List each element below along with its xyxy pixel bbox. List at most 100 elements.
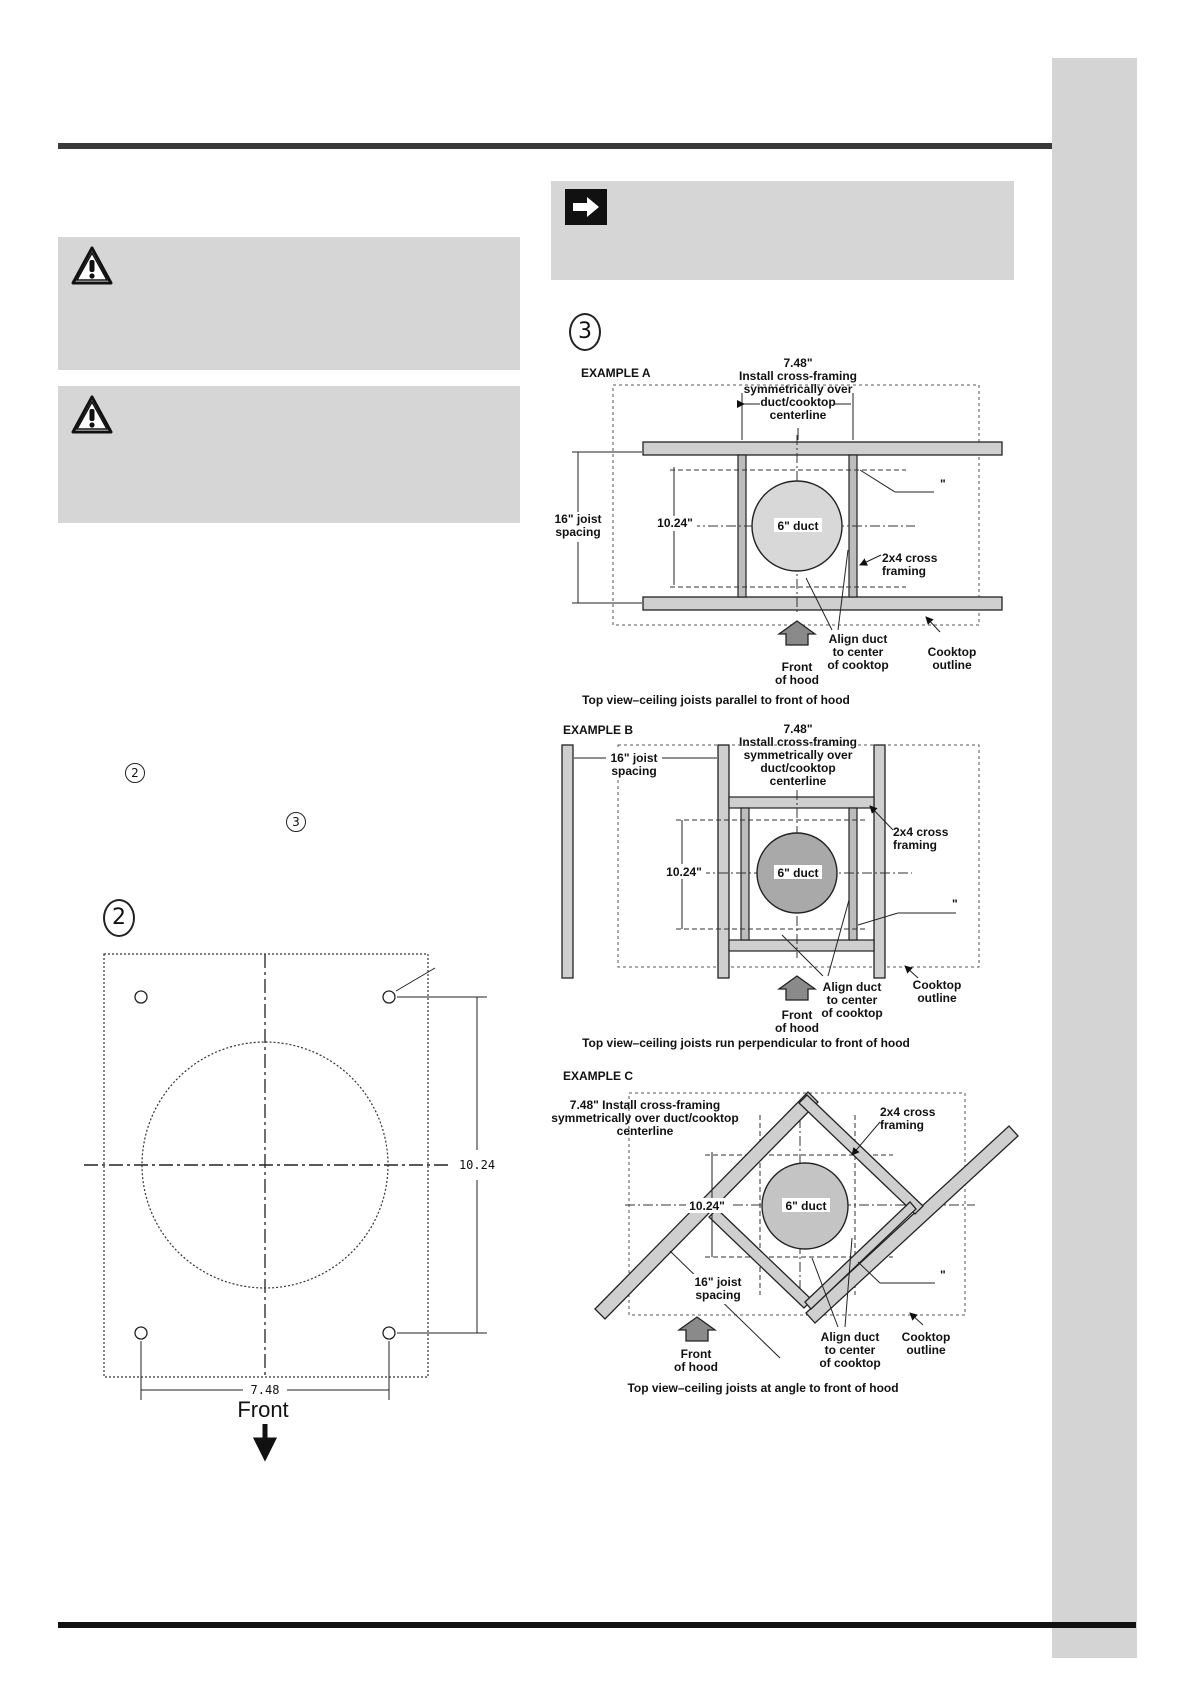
template-outline xyxy=(103,953,429,1378)
example-c-align-3: of cooktop xyxy=(819,1356,880,1370)
example-b-align-2: to center xyxy=(827,993,878,1007)
example-c-align-1: Align duct xyxy=(821,1330,880,1344)
leader-line xyxy=(837,549,849,631)
example-b-dim-height: 10.24" xyxy=(666,865,702,879)
example-b-cross-1: 2x4 cross xyxy=(893,825,949,839)
cross-framing xyxy=(728,796,875,809)
example-a-align-2: to center xyxy=(833,645,884,659)
note-box xyxy=(551,181,1014,280)
example-a-cross-1: 2x4 cross xyxy=(882,551,938,565)
example-a-cooktop-1: Cooktop xyxy=(928,645,977,659)
front-arrow-icon xyxy=(776,975,818,1001)
side-tab xyxy=(1052,58,1137,1658)
dim-vertical-label: 10.24 xyxy=(459,1158,495,1172)
warning-box-1 xyxy=(58,237,520,370)
example-c-install-3: centerline xyxy=(617,1124,674,1138)
example-b-align-3: of cooktop xyxy=(821,1006,882,1020)
cooktop-outline xyxy=(628,1092,966,1316)
example-b-joist-1: 16" joist xyxy=(610,751,657,765)
example-a-install-1: Install cross-framing xyxy=(739,369,857,383)
example-b-front-2: of hood xyxy=(775,1021,819,1035)
joist xyxy=(717,744,730,979)
cross-framing xyxy=(740,807,750,941)
example-a-duct: 6" duct xyxy=(777,519,818,533)
example-b-front-1: Front xyxy=(782,1008,813,1022)
example-a-align-1: Align duct xyxy=(829,632,888,646)
example-a-front-1: Front xyxy=(782,660,813,674)
screw-hole xyxy=(134,1326,148,1340)
example-c-quote: " xyxy=(940,1268,946,1282)
example-c-cooktop-1: Cooktop xyxy=(902,1330,951,1344)
label-bg xyxy=(606,750,662,780)
example-b: EXAMPLE B 7.48" Install cross-framing sy… xyxy=(561,722,980,1050)
example-b-title: EXAMPLE B xyxy=(563,723,633,737)
example-c-duct: 6" duct xyxy=(785,1199,826,1213)
example-b-dim-width: 7.48" xyxy=(783,722,812,736)
example-a-quote: " xyxy=(940,477,946,491)
joist xyxy=(873,744,886,979)
leader-line xyxy=(904,965,919,979)
leader-line xyxy=(859,469,896,493)
leader-line xyxy=(781,934,824,977)
leader-line xyxy=(851,1121,881,1156)
leader-line xyxy=(811,1257,839,1328)
example-a: EXAMPLE A 7.48" Install cross-framing sy… xyxy=(554,356,1003,707)
arrow-right-icon xyxy=(565,189,607,225)
leader-line xyxy=(857,1261,881,1284)
figure2-template: 10.24 7.48 Front xyxy=(84,953,495,1462)
example-a-install-2: symmetrically over xyxy=(744,382,853,396)
example-c-cross-2: framing xyxy=(880,1118,924,1132)
example-c-front-1: Front xyxy=(681,1347,712,1361)
cross-framing xyxy=(804,1201,917,1310)
label-bg xyxy=(690,1274,746,1304)
duct-label-bg xyxy=(774,865,822,879)
example-c-dim-height: 10.24" xyxy=(689,1199,725,1213)
front-arrow-icon xyxy=(776,620,818,646)
example-a-cooktop-2: outline xyxy=(932,658,972,672)
example-a-joist-2: spacing xyxy=(555,525,600,539)
example-a-joist-1: 16" joist xyxy=(554,512,601,526)
example-c-joist-1: 16" joist xyxy=(694,1275,741,1289)
front-arrow-icon xyxy=(676,1316,718,1342)
example-b-install-4: centerline xyxy=(770,774,827,788)
leader-line xyxy=(805,577,833,631)
example-a-install-3: duct/cooktop xyxy=(760,395,835,409)
example-c-align-2: to center xyxy=(825,1343,876,1357)
joist xyxy=(561,744,574,979)
label-bg xyxy=(556,512,608,542)
example-c-front-2: of hood xyxy=(674,1360,718,1374)
caption-a: Top view–ceiling joists parallel to fron… xyxy=(582,693,850,707)
example-a-cross-2: framing xyxy=(882,564,926,578)
example-b-align-1: Align duct xyxy=(823,980,882,994)
screw-hole xyxy=(382,990,396,1004)
caption-b: Top view–ceiling joists run perpendicula… xyxy=(582,1036,910,1050)
label-bg xyxy=(662,864,706,879)
example-b-install-3: duct/cooktop xyxy=(760,761,835,775)
footer-rule xyxy=(58,1622,1136,1628)
step-ref-3: 3 xyxy=(286,812,306,832)
hole-leader xyxy=(395,967,436,992)
example-b-cooktop-2: outline xyxy=(917,991,957,1005)
joist xyxy=(642,441,1003,456)
dim-line xyxy=(669,1250,781,1359)
example-a-title: EXAMPLE A xyxy=(581,366,651,380)
example-c-cross-1: 2x4 cross xyxy=(880,1105,936,1119)
example-a-dim-width: 7.48" xyxy=(783,356,812,370)
duct-cutout-circle xyxy=(141,1041,389,1289)
leader-line xyxy=(909,1312,924,1326)
front-arrow-icon xyxy=(252,1424,278,1462)
cross-framing xyxy=(798,1094,924,1215)
leader-line xyxy=(869,805,894,831)
label-bg xyxy=(653,516,697,531)
example-b-cross-2: framing xyxy=(893,838,937,852)
caption-c: Top view–ceiling joists at angle to fron… xyxy=(627,1381,898,1395)
duct-label-bg xyxy=(774,518,822,532)
example-a-install-4: centerline xyxy=(770,408,827,422)
front-label: Front xyxy=(237,1397,288,1422)
screw-hole xyxy=(382,1326,396,1340)
example-b-install-1: Install cross-framing xyxy=(739,735,857,749)
leader-line xyxy=(925,616,941,633)
header-rule xyxy=(58,143,1112,149)
example-c-install-2: symmetrically over duct/cooktop xyxy=(551,1111,738,1125)
example-c: EXAMPLE C 6" duct 7.48" Install cross-fr… xyxy=(551,1069,1019,1395)
